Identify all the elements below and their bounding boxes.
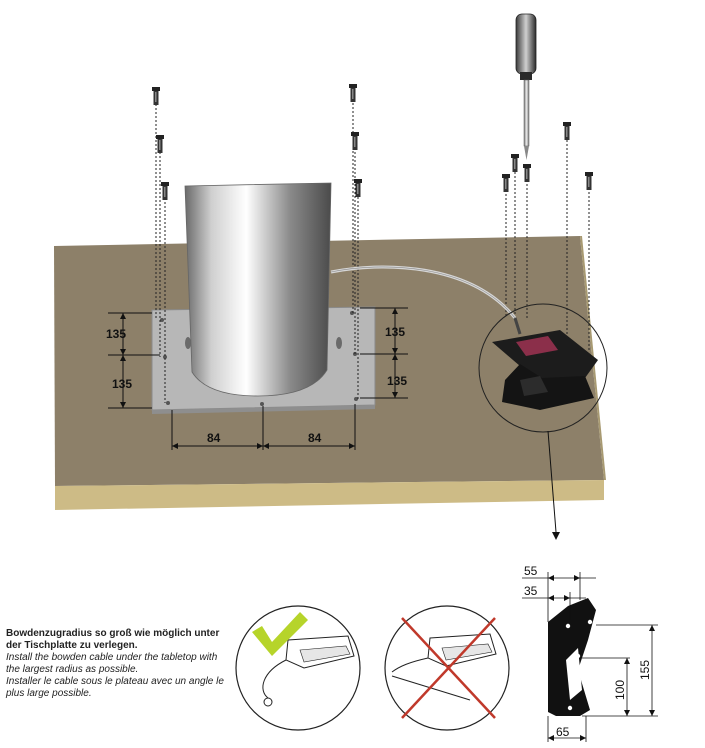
instruction-english: Install the bowden cable under the table… xyxy=(6,652,218,675)
detail-arrow-head xyxy=(552,532,560,540)
pedal-profile-drawing xyxy=(548,598,596,716)
dim-profile-155: 155 xyxy=(638,660,652,680)
dim-bottom-left: 84 xyxy=(207,431,221,445)
instruction-french: Installer le cable sous le plateau avec … xyxy=(6,676,224,699)
profile-arrowheads xyxy=(548,575,655,741)
instruction-text: Bowdenzugradius so groß wie möglich unte… xyxy=(6,628,232,700)
column xyxy=(184,182,332,397)
cross-mark-icon xyxy=(401,617,496,719)
screw-icon xyxy=(152,84,362,200)
screwdriver-icon xyxy=(515,13,537,160)
dim-profile-35: 35 xyxy=(524,584,538,598)
dim-profile-65: 65 xyxy=(556,725,570,739)
dimension-arrowheads xyxy=(120,308,398,449)
screw-icon xyxy=(502,122,593,192)
check-mark-icon xyxy=(252,612,308,656)
dim-right-upper: 135 xyxy=(385,325,405,339)
dim-bottom-right: 84 xyxy=(308,431,322,445)
dim-left-lower: 135 xyxy=(112,377,132,391)
detail-circle xyxy=(478,303,608,433)
detail-arrow-line xyxy=(547,430,557,533)
profile-dimension-lines xyxy=(522,572,658,742)
dim-right-lower: 135 xyxy=(387,374,407,388)
dim-profile-100: 100 xyxy=(613,680,627,700)
dim-profile-55: 55 xyxy=(524,564,538,578)
dim-left-upper: 135 xyxy=(106,327,126,341)
instruction-german: Bowdenzugradius so groß wie möglich unte… xyxy=(6,628,220,651)
